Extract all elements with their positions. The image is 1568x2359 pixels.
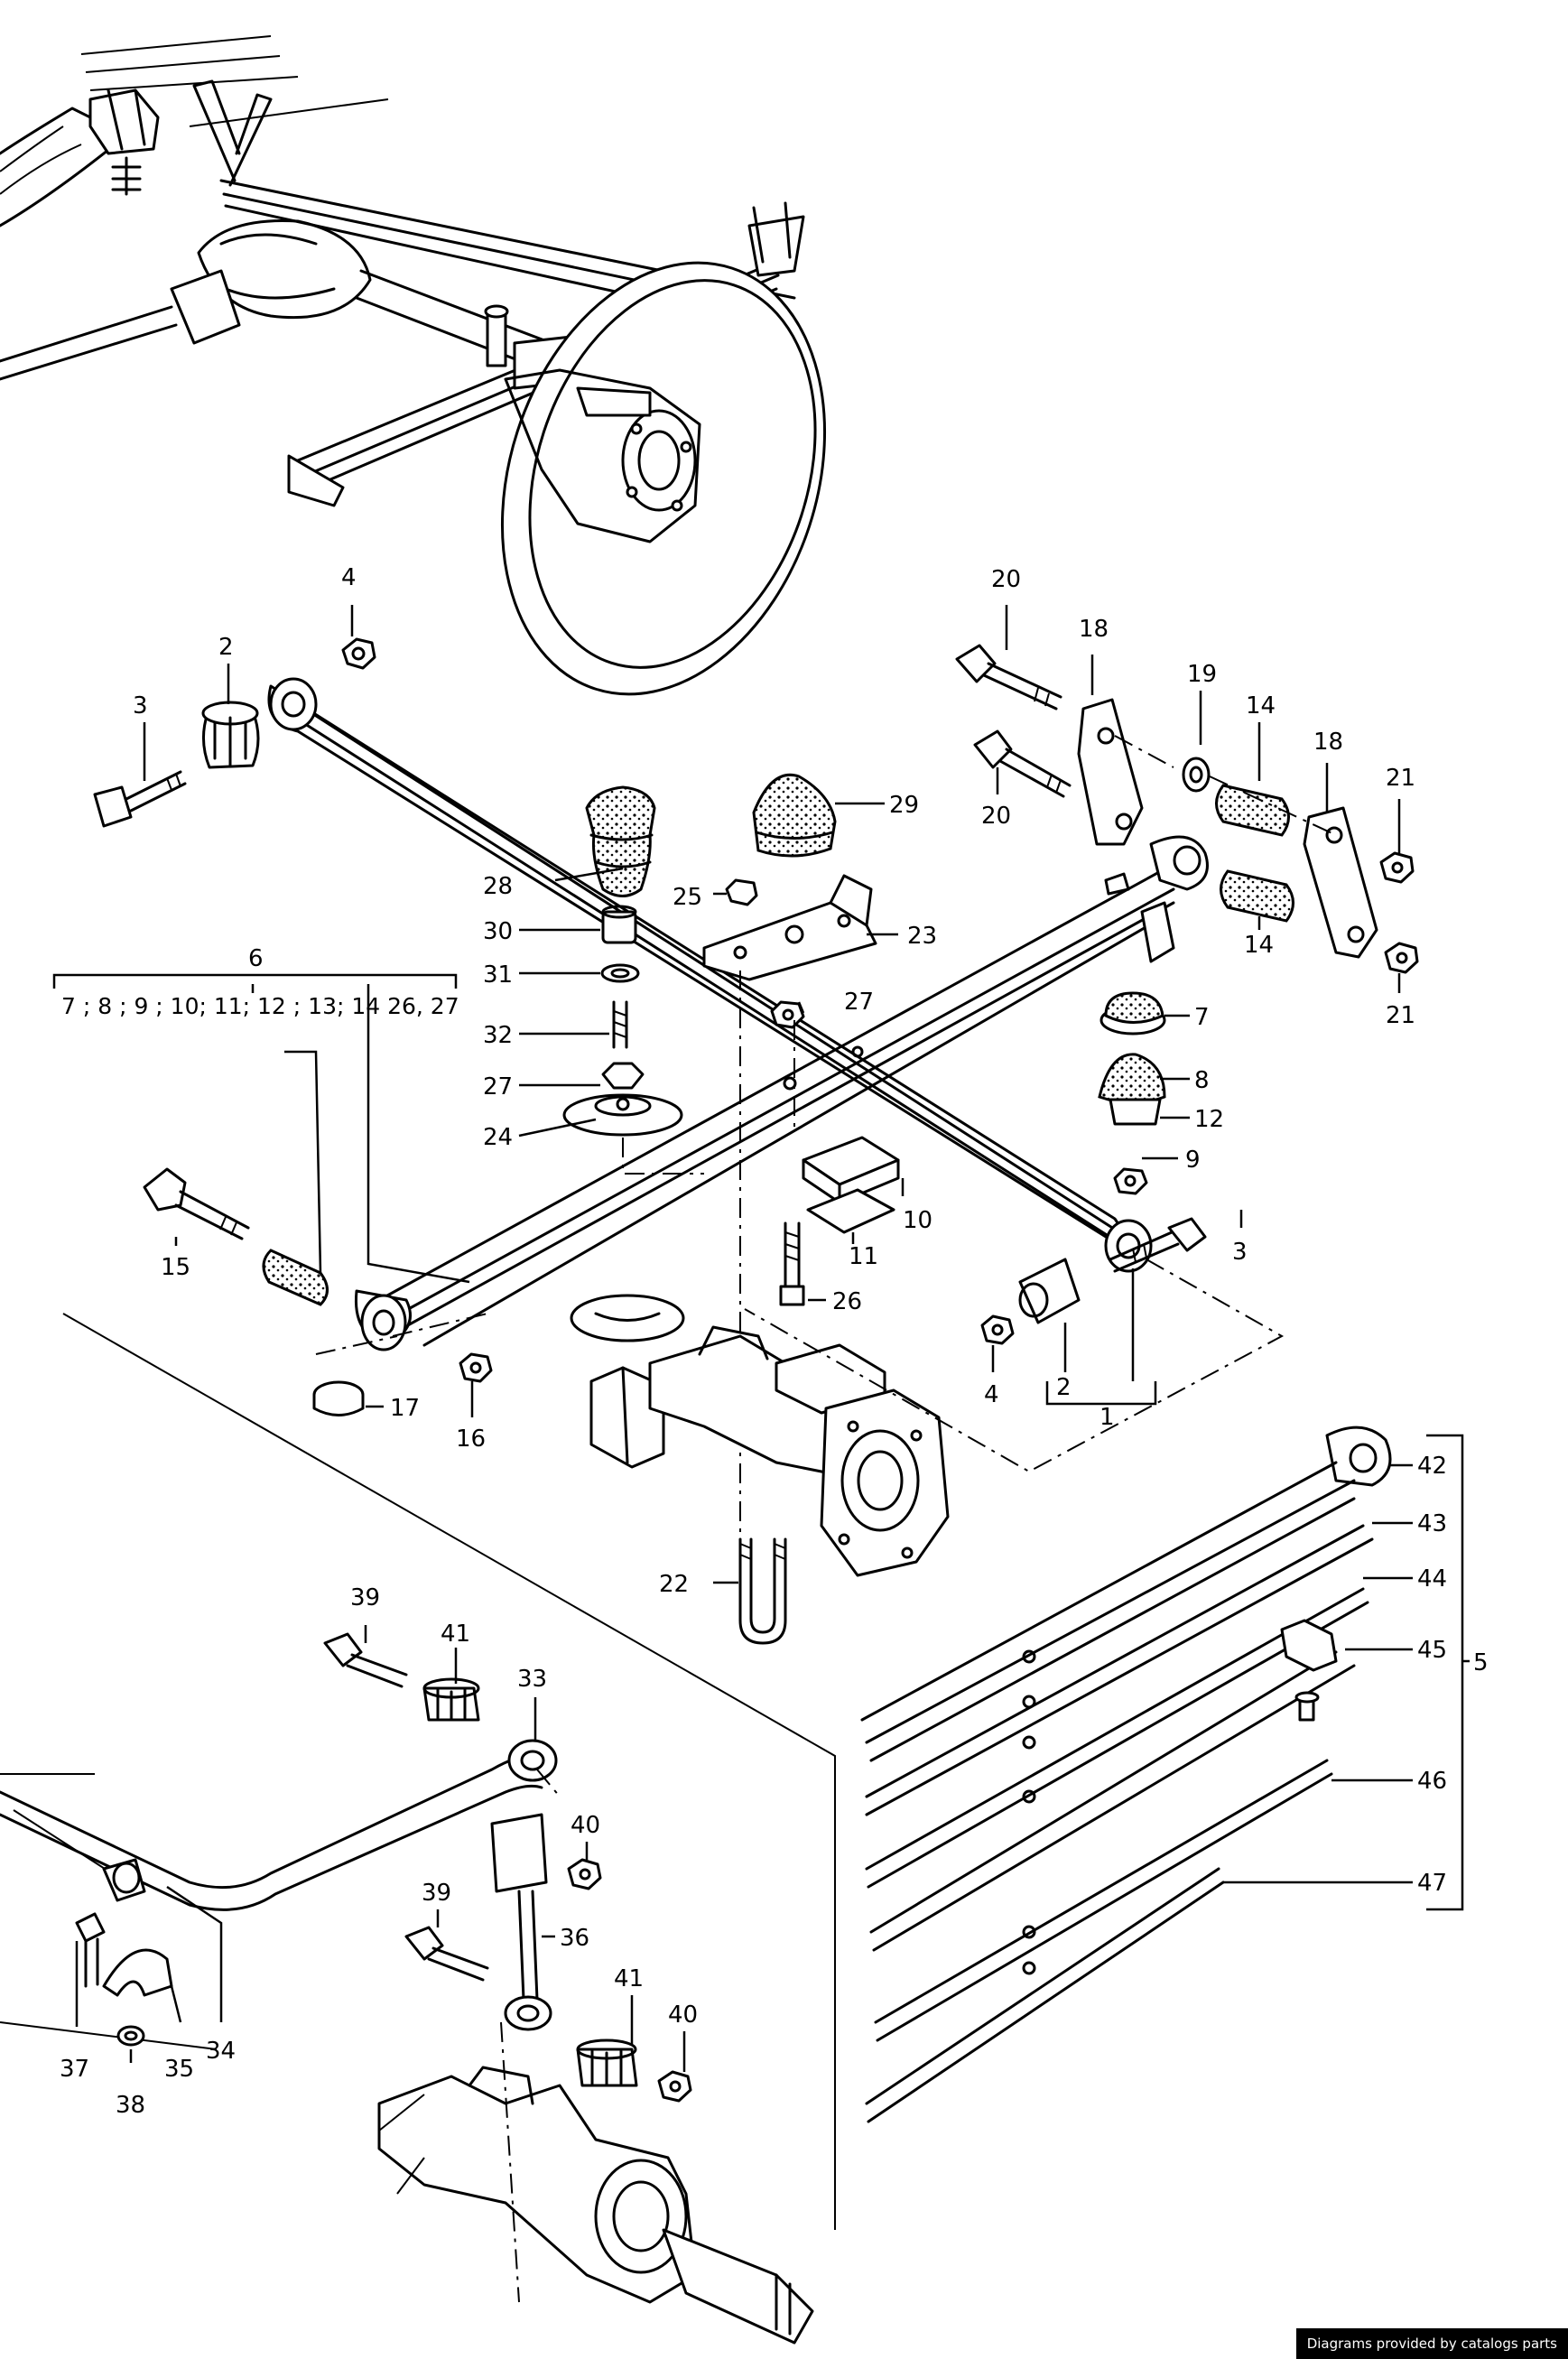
nut-top-left [341, 637, 376, 670]
callout-2: 2 [1056, 1374, 1072, 1401]
group-brackets [52, 973, 1470, 1911]
axle-housing-bracket [570, 1294, 950, 1645]
callout-41: 41 [614, 1965, 644, 1992]
spacer-block-10-11 [739, 971, 900, 1589]
spring-shackle-assembly [955, 644, 1419, 974]
callout-43: 43 [1417, 1510, 1447, 1537]
leader-lines [75, 605, 1413, 2072]
callout-7: 7 [1194, 1004, 1210, 1031]
callout-42: 42 [1417, 1453, 1447, 1480]
callout-18: 18 [1313, 729, 1343, 756]
callout-labels: 4 2 3 28 30 31 32 27 24 6 29 25 23 27 20… [60, 564, 1489, 2119]
lower-axle-stub [377, 2021, 814, 2345]
callout-47: 47 [1417, 1870, 1447, 1897]
callout-40: 40 [668, 2001, 698, 2029]
callout-12: 12 [1194, 1106, 1224, 1133]
callout-35: 35 [164, 2056, 194, 2083]
upper-bump-stop [702, 774, 877, 1029]
group-label-6: 7 ; 8 ; 9 ; 10; 11; 12 ; 13; 14 26, 27 [61, 993, 459, 1019]
callout-1: 1 [1099, 1404, 1115, 1431]
callout-21: 21 [1386, 1002, 1415, 1029]
callout-27: 27 [483, 1073, 513, 1101]
callout-17: 17 [390, 1395, 420, 1422]
callout-20: 20 [991, 566, 1021, 593]
callout-11: 11 [849, 1243, 878, 1270]
callout-46: 46 [1417, 1768, 1447, 1795]
callout-4: 4 [341, 564, 357, 591]
callout-44: 44 [1417, 1565, 1447, 1593]
callout-39: 39 [350, 1584, 380, 1611]
bump-rubber-parts-7-8-12 [1098, 991, 1166, 1195]
callout-5: 5 [1473, 1649, 1489, 1676]
stabilizer-bar-assembly [0, 1632, 692, 2103]
callout-40: 40 [571, 1812, 600, 1839]
callout-29: 29 [889, 792, 919, 819]
callout-25: 25 [673, 884, 702, 911]
callout-45: 45 [1417, 1637, 1447, 1664]
bump-stop-assembly [562, 785, 683, 1165]
callout-36: 36 [560, 1925, 589, 1952]
callout-22: 22 [659, 1571, 689, 1598]
callout-41: 41 [441, 1621, 470, 1648]
callout-6: 6 [248, 945, 264, 972]
callout-20: 20 [981, 803, 1011, 830]
callout-4: 4 [984, 1381, 999, 1408]
callout-38: 38 [116, 2092, 145, 2119]
callout-21: 21 [1386, 765, 1415, 792]
callout-24: 24 [483, 1124, 513, 1151]
callout-37: 37 [60, 2056, 89, 2083]
callout-2: 2 [218, 634, 234, 661]
bushing-top [201, 701, 260, 769]
callout-27: 27 [844, 989, 874, 1016]
callout-39: 39 [422, 1880, 451, 1907]
callout-23: 23 [907, 923, 937, 950]
callout-16: 16 [456, 1426, 486, 1453]
callout-19: 19 [1187, 661, 1217, 688]
leaf-spring-pack [0, 1313, 1392, 2230]
callout-3: 3 [1232, 1239, 1248, 1266]
callout-31: 31 [483, 961, 513, 989]
callout-14: 14 [1244, 932, 1274, 959]
callout-33: 33 [517, 1666, 547, 1693]
trailing-arm-hardware-right [980, 1217, 1207, 1345]
callout-26: 26 [832, 1288, 862, 1315]
bolt-top-left [93, 770, 187, 828]
leaf-spring-main [354, 835, 1209, 1351]
callout-8: 8 [1194, 1067, 1210, 1094]
assembly-centerlines [392, 971, 1285, 1797]
vehicle-overview-illustration [0, 35, 827, 696]
callout-14: 14 [1246, 692, 1276, 720]
callout-32: 32 [483, 1022, 513, 1049]
callout-34: 34 [206, 2038, 236, 2065]
callout-15: 15 [161, 1254, 190, 1281]
callout-3: 3 [133, 692, 148, 720]
callout-9: 9 [1185, 1147, 1201, 1174]
callout-28: 28 [483, 873, 513, 900]
callout-10: 10 [903, 1207, 932, 1234]
spring-eye-hardware-left [143, 1167, 493, 1416]
callout-30: 30 [483, 918, 513, 945]
callout-18: 18 [1079, 616, 1109, 643]
diagram-credit: Diagrams provided by catalogs parts [1295, 2328, 1568, 2359]
